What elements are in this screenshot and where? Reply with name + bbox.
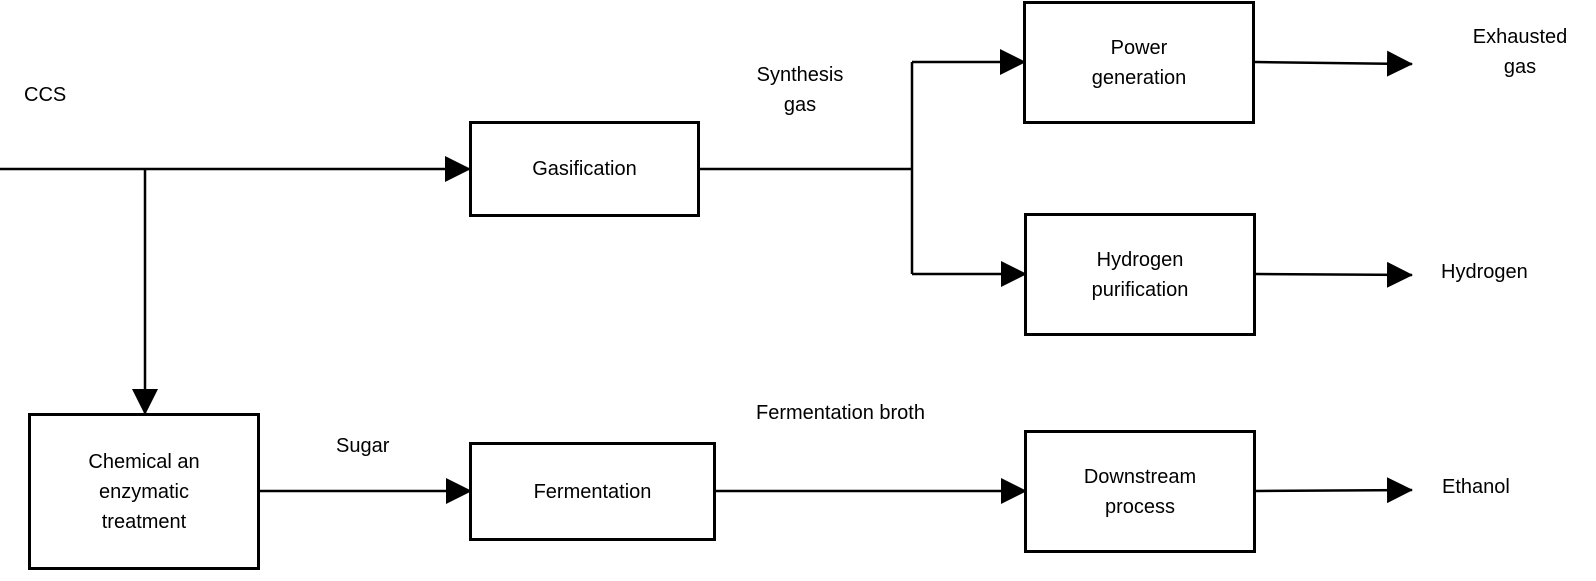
fermentation-broth-label: Fermentation broth (756, 402, 925, 424)
output-ethanol: Ethanol (1442, 476, 1510, 498)
arrow-power-to-exhausted-gas (1254, 50, 1413, 77)
fermentation-box: Fermentation (469, 442, 716, 541)
output-hydrogen: Hydrogen (1441, 261, 1528, 283)
input-label-ccs: CCS (24, 84, 67, 106)
gasification-label: Gasification (532, 158, 637, 180)
sugar-label: Sugar (336, 435, 390, 457)
arrow-downstream-to-ethanol (1255, 477, 1413, 504)
fermentation-label: Fermentation (533, 480, 652, 503)
arrow-purification-to-hydrogen (1255, 261, 1413, 288)
gasification-box: Gasification (469, 121, 700, 217)
